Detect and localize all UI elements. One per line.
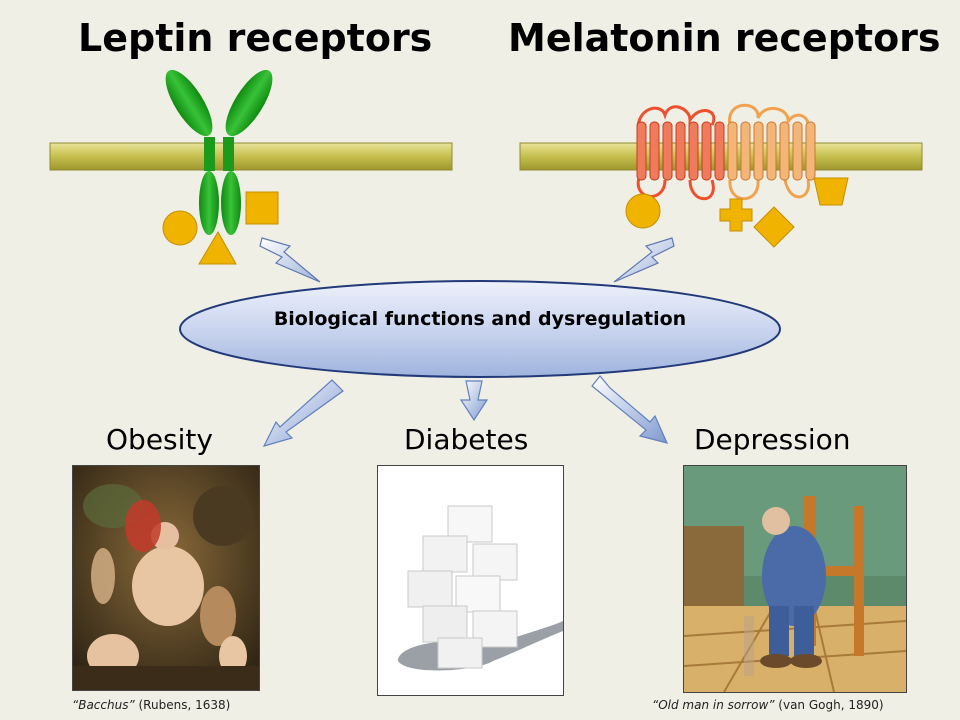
bacchus-caption-credit: (Rubens, 1638) (134, 698, 231, 712)
melatonin-tm-helices-2 (727, 121, 816, 181)
melatonin-receptor-2-icon (728, 103, 810, 201)
sugar-cubes-photo (377, 465, 564, 696)
mt-ligand-circle-icon (625, 193, 661, 229)
mt-ligand-diamond-icon (753, 206, 795, 248)
obesity-label: Obesity (106, 423, 213, 456)
lightning-bolt-left-icon (259, 237, 321, 283)
bacchus-caption-title: “Bacchus” (72, 698, 135, 712)
depression-label: Depression (694, 423, 851, 456)
lightning-bolt-right-icon (613, 237, 675, 283)
arrow-to-depression-icon (591, 375, 669, 444)
melatonin-title: Melatonin receptors (508, 16, 941, 60)
sorrow-caption-title: “Old man in sorrow” (652, 698, 775, 712)
mt-ligand-cross-icon (719, 198, 753, 232)
mt-ligand-trapezoid-icon (813, 177, 849, 206)
arrow-to-diabetes-icon (459, 380, 489, 422)
sorrow-caption-credit: (van Gogh, 1890) (774, 698, 884, 712)
arrow-to-obesity-icon (262, 379, 344, 447)
bacchus-caption: “Bacchus” (Rubens, 1638) (72, 698, 230, 712)
bacchus-painting (72, 465, 260, 691)
leptin-membrane (49, 142, 453, 171)
ligand-circle-icon (162, 210, 198, 246)
leptin-receptor-icon (165, 69, 273, 235)
ligand-triangle-icon (198, 231, 237, 265)
central-ellipse (179, 280, 781, 378)
central-label: Biological functions and dysregulation (273, 308, 687, 330)
sorrow-caption: “Old man in sorrow” (van Gogh, 1890) (652, 698, 884, 712)
leptin-title: Leptin receptors (78, 16, 433, 60)
diabetes-label: Diabetes (404, 423, 529, 456)
old-man-painting (683, 465, 907, 693)
ligand-square-icon (245, 191, 279, 225)
melatonin-tm-helices-1 (636, 121, 725, 181)
